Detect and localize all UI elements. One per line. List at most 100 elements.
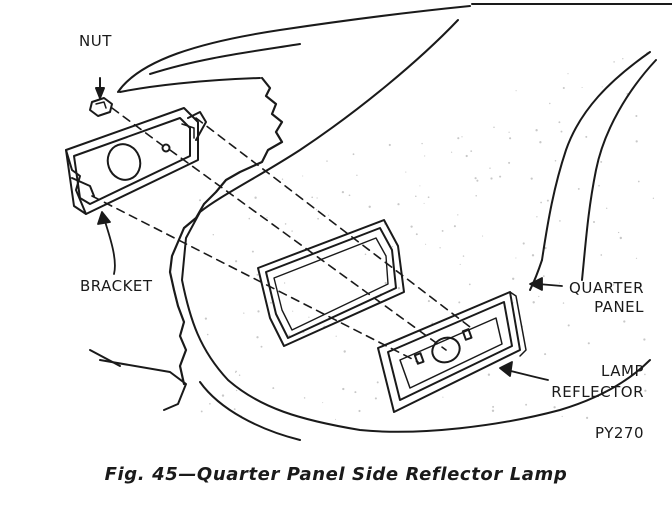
speckle-dot xyxy=(562,302,565,304)
speckle-dot xyxy=(554,159,557,162)
speckle-dot xyxy=(415,233,418,236)
speckle-dot xyxy=(461,136,463,138)
speckle-dot xyxy=(637,180,640,183)
speckle-dot xyxy=(204,317,208,320)
speckle-dot xyxy=(281,178,284,180)
speckle-dot xyxy=(260,345,263,348)
speckle-dot xyxy=(592,220,596,224)
speckle-dot xyxy=(343,350,346,353)
speckle-dot xyxy=(586,416,589,419)
speckle-dot xyxy=(558,282,560,284)
speckle-dot xyxy=(567,324,570,327)
speckle-dot xyxy=(546,199,549,202)
speckle-dot xyxy=(356,174,358,176)
speckle-dot xyxy=(439,247,441,249)
speckle-dot xyxy=(581,86,583,89)
speckle-dot xyxy=(235,260,238,263)
speckle-dot xyxy=(316,209,318,211)
speckle-dot xyxy=(342,387,345,391)
speckle-dot xyxy=(587,342,590,345)
speckle-dot xyxy=(374,397,377,400)
speckle-dot xyxy=(303,397,306,399)
speckle-dot xyxy=(600,160,603,163)
speckle-dot xyxy=(302,175,304,177)
speckle-dot xyxy=(530,177,533,180)
speckle-dot xyxy=(334,418,337,420)
speckle-dot xyxy=(335,335,337,337)
speckle-dot xyxy=(206,333,209,336)
speckle-dot xyxy=(376,381,379,384)
speckle-dot xyxy=(622,58,624,60)
speckle-dot xyxy=(368,205,371,208)
speckle-dot xyxy=(354,391,357,394)
speckle-dot xyxy=(410,225,413,228)
speckle-dot xyxy=(487,373,491,376)
speckle-dot xyxy=(270,301,272,304)
speckle-dot xyxy=(635,114,638,118)
speckle-dot xyxy=(283,282,286,284)
speckle-dot xyxy=(212,234,214,236)
speckle-dot xyxy=(635,257,638,259)
speckle-dot xyxy=(291,230,293,232)
speckle-dot xyxy=(623,320,626,323)
speckle-dot xyxy=(542,275,545,277)
speckle-dot xyxy=(515,90,517,92)
lamp-reflector-label-line2: REFLECTOR xyxy=(551,383,644,401)
speckle-dot xyxy=(458,301,461,304)
quarter-panel-label-line1: QUARTER xyxy=(569,279,644,297)
speckle-dot xyxy=(311,196,314,199)
speckle-dot xyxy=(612,283,615,286)
speckle-dot xyxy=(598,184,600,187)
speckle-dot xyxy=(644,373,646,376)
speckle-dot xyxy=(221,394,225,397)
speckle-dot xyxy=(391,245,394,248)
speckle-dot xyxy=(198,199,202,202)
speckle-dot xyxy=(508,161,511,164)
speckle-dot xyxy=(613,61,615,63)
quarter-panel-label-line2: PANEL xyxy=(594,298,644,316)
assembly-lines xyxy=(91,107,475,363)
speckle-dot xyxy=(605,308,607,310)
speckle-dot xyxy=(468,283,471,286)
speckle-dot xyxy=(427,300,430,303)
speckle-dot xyxy=(557,389,560,391)
speckle-dot xyxy=(474,177,477,180)
speckle-dot xyxy=(539,141,542,144)
figure-caption: Fig. 45—Quarter Panel Side Reflector Lam… xyxy=(104,464,568,485)
speckle-dot xyxy=(266,217,268,219)
speckle-dot xyxy=(384,281,387,285)
speckle-dot xyxy=(316,197,318,199)
panel-opening xyxy=(257,219,405,347)
speckle-dot xyxy=(257,310,260,313)
speckle-dot xyxy=(492,405,495,408)
speckle-dot xyxy=(292,310,294,312)
speckle-dot xyxy=(317,217,319,220)
speckle-dot xyxy=(405,171,407,173)
speckle-dot xyxy=(341,190,345,194)
speckle-dot xyxy=(491,409,495,412)
speckle-dot xyxy=(284,223,287,225)
speckle-dot xyxy=(397,287,401,290)
speckle-dot xyxy=(254,196,257,199)
speckle-dot xyxy=(601,86,603,88)
speckle-dot xyxy=(442,396,444,398)
speckle-dot xyxy=(525,403,528,406)
speckle-dot xyxy=(508,131,510,133)
speckle-dot xyxy=(559,220,561,222)
speckle-dot xyxy=(450,151,453,153)
bracket xyxy=(65,107,207,215)
speckle-dot xyxy=(577,187,580,190)
speckle-dot xyxy=(388,143,391,147)
speckle-dot xyxy=(536,216,538,218)
lamp-reflector-label-line1: LAMP xyxy=(601,362,644,380)
speckle-dot xyxy=(352,153,355,156)
speckle-dot xyxy=(499,175,502,178)
speckle-dot xyxy=(470,150,473,152)
speckle-dot xyxy=(490,177,493,180)
speckle-dot xyxy=(233,408,236,410)
speckle-dot xyxy=(459,263,461,265)
speckle-dot xyxy=(544,353,547,356)
speckle-dot xyxy=(235,389,238,392)
speckle-dot xyxy=(457,137,460,140)
